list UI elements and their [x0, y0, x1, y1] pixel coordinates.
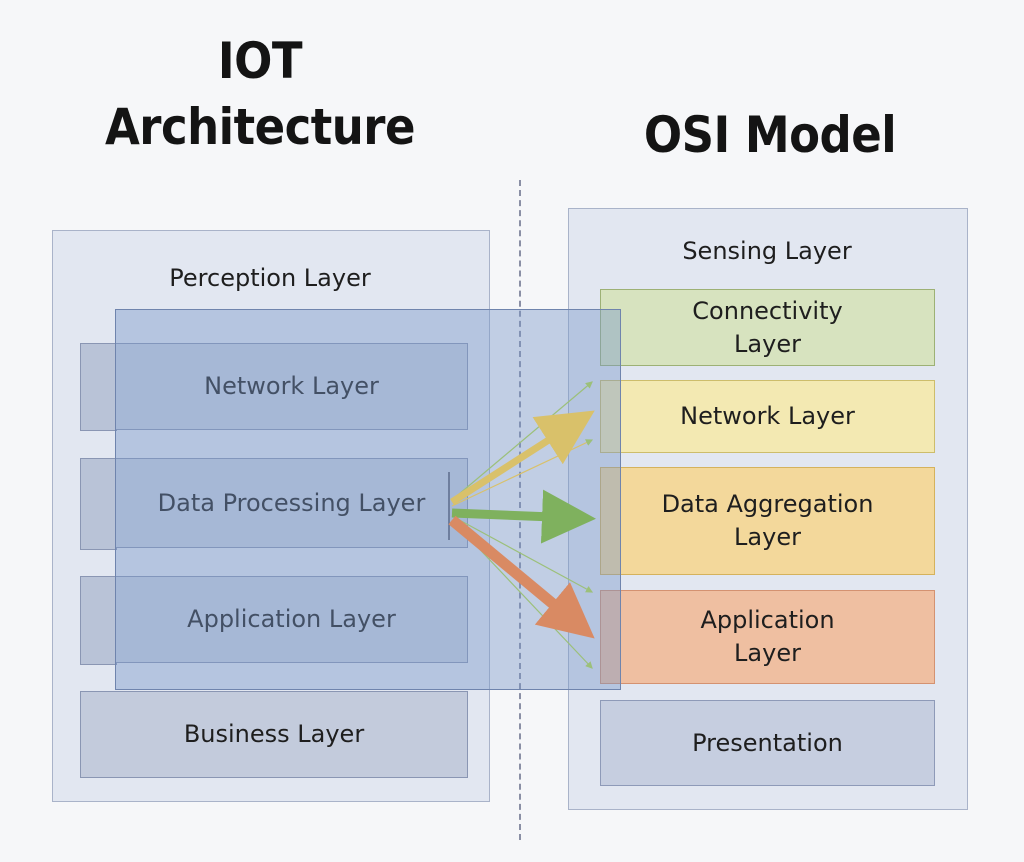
sensing-layer: Sensing Layer — [682, 236, 852, 265]
osi-model-title: OSI Model — [643, 106, 897, 164]
osi-application-layer-label: Application Layer — [700, 606, 835, 667]
osi-network-layer-label: Network Layer — [680, 402, 855, 430]
thin-arrow-mid-upper — [451, 439, 594, 507]
thin-arrow-upper — [451, 381, 593, 501]
data-aggregation-layer-label: Data Aggregation Layer — [661, 490, 874, 551]
dashed-divider — [519, 180, 521, 840]
title-line-1: IOT — [217, 32, 303, 90]
iot-architecture-title: IOT Architecture — [90, 28, 430, 160]
arrow-to-application-layer — [448, 515, 595, 639]
title-line-2: Architecture — [104, 98, 416, 156]
arrow-to-data-aggregation-layer — [451, 489, 596, 544]
osi-data-aggregation-layer: Data Aggregation Layer — [600, 467, 935, 575]
iot-network-layer: Network Layer — [115, 343, 468, 430]
arrow-to-network-layer — [450, 410, 595, 505]
osi-connectivity-layer: Connectivity Layer — [600, 289, 935, 366]
iot-business-layer: Business Layer — [80, 691, 468, 778]
iot-application-layer: Application Layer — [115, 576, 468, 663]
osi-presentation-layer: Presentation — [600, 700, 935, 786]
osi-network-layer: Network Layer — [600, 380, 935, 453]
data-processing-layer-shade — [80, 458, 117, 550]
connectivity-layer-label: Connectivity Layer — [692, 296, 843, 358]
thin-arrow-mid-lower — [451, 515, 594, 593]
iot-data-processing-layer: Data Processing Layer — [115, 458, 468, 548]
presentation-label: Presentation — [692, 728, 843, 757]
perception-layer: Perception Layer — [169, 263, 371, 292]
osi-application-layer: Application Layer — [600, 590, 935, 684]
